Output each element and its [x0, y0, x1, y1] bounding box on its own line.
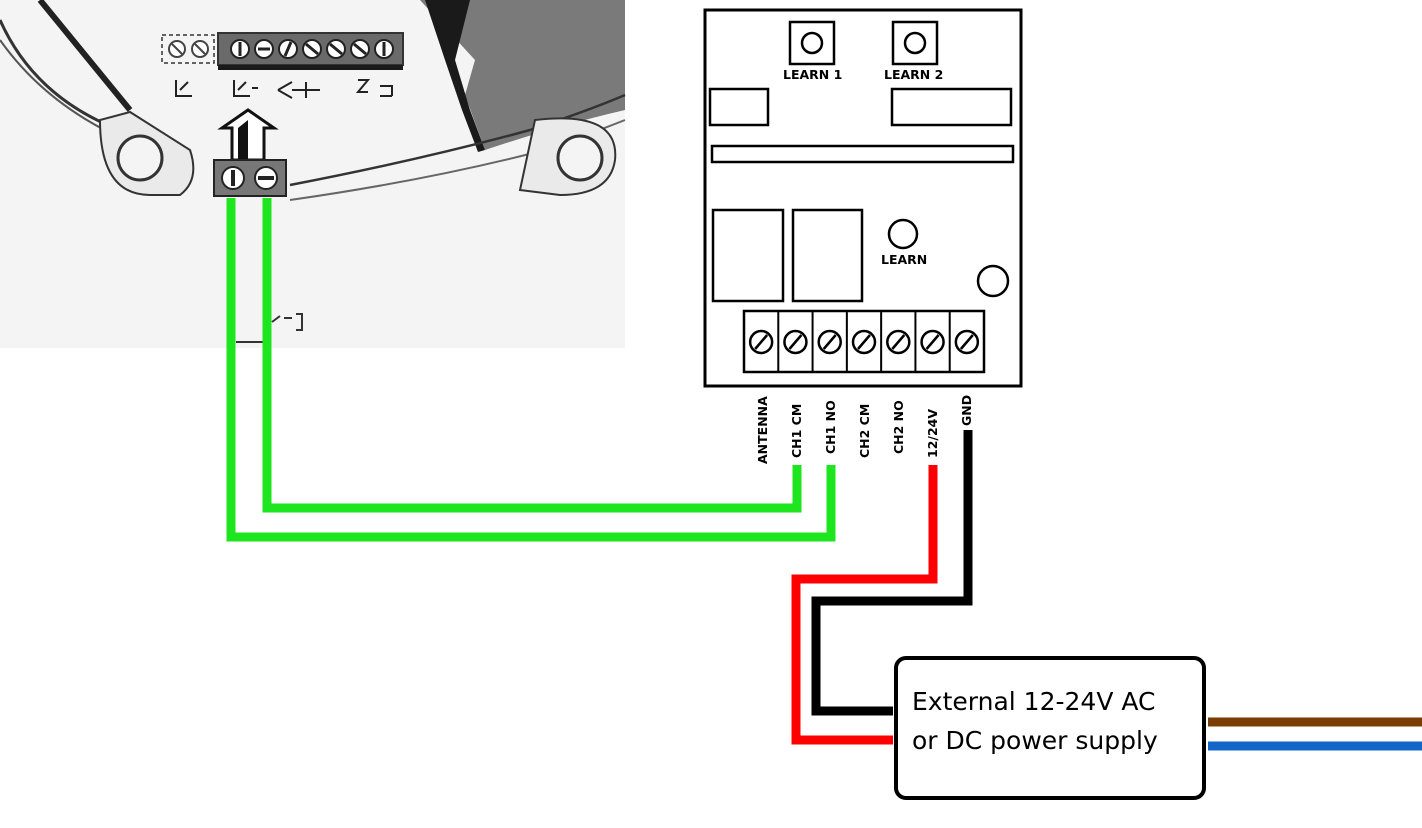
terminal-label-antenna: ANTENNA: [755, 396, 770, 464]
screw-terminal-icon: [221, 166, 278, 190]
terminal-labels: ANTENNA CH1 CM CH1 NO CH2 CM CH2 NO 12/2…: [755, 395, 974, 464]
component-strip: [710, 144, 1015, 164]
optional-terminal-outline: [161, 34, 215, 64]
wires: [226, 198, 1422, 751]
screw-slot: [822, 334, 837, 350]
terminal-label-ch1-cm: CH1 CM: [789, 404, 804, 458]
wire-ch1-cm: [262, 198, 802, 513]
led-icon: [976, 264, 1010, 298]
power-supply: External 12-24V AC or DC power supply: [894, 656, 1206, 800]
wire-ch1-no: [226, 198, 836, 542]
screw-slot: [925, 334, 940, 350]
learn-button: [887, 218, 919, 250]
screw-slot: [857, 334, 871, 350]
wire-12-24v: [791, 465, 938, 745]
receiver-terminal-screws: [748, 311, 980, 372]
wire-gnd: [811, 430, 973, 716]
screw-terminal-icon: [230, 39, 394, 59]
component-wide: [890, 87, 1013, 127]
terminal-label-ch2-no: CH2 NO: [891, 400, 906, 454]
terminal-label-12-24v: 12/24V: [925, 409, 940, 458]
mount-hole-left: [116, 134, 164, 182]
screw-slot: [788, 334, 803, 350]
screw-slot: [891, 334, 906, 350]
relay-2: [791, 208, 864, 303]
terminal-symbols: [175, 79, 393, 99]
terminal-label-ch1-no: CH1 NO: [823, 400, 838, 454]
terminal-label-ch2-cm: CH2 CM: [857, 404, 872, 458]
screw-slot: [754, 334, 769, 350]
push-button-icon: [800, 31, 824, 55]
push-button-icon: [903, 31, 927, 55]
screw-terminal-icon: [168, 40, 209, 58]
controller-board: [0, 0, 626, 348]
learn2-label: LEARN 2: [884, 67, 943, 82]
power-supply-line1: External 12-24V AC: [912, 687, 1155, 716]
power-supply-line2: or DC power supply: [912, 726, 1158, 755]
learn1-button: [788, 20, 836, 66]
mount-hole-right: [556, 134, 604, 182]
component-small: [708, 87, 770, 127]
learn2-button: [891, 20, 939, 66]
terminal-label-gnd: GND: [959, 395, 974, 426]
learn1-label: LEARN 1: [783, 67, 842, 82]
learn-label: LEARN: [881, 252, 927, 267]
screw-slot: [959, 334, 974, 350]
relay-1: [711, 208, 785, 303]
receiver-module: LEARN 1 LEARN 2 LEARN: [703, 8, 1023, 388]
power-supply-box: [894, 656, 1206, 800]
